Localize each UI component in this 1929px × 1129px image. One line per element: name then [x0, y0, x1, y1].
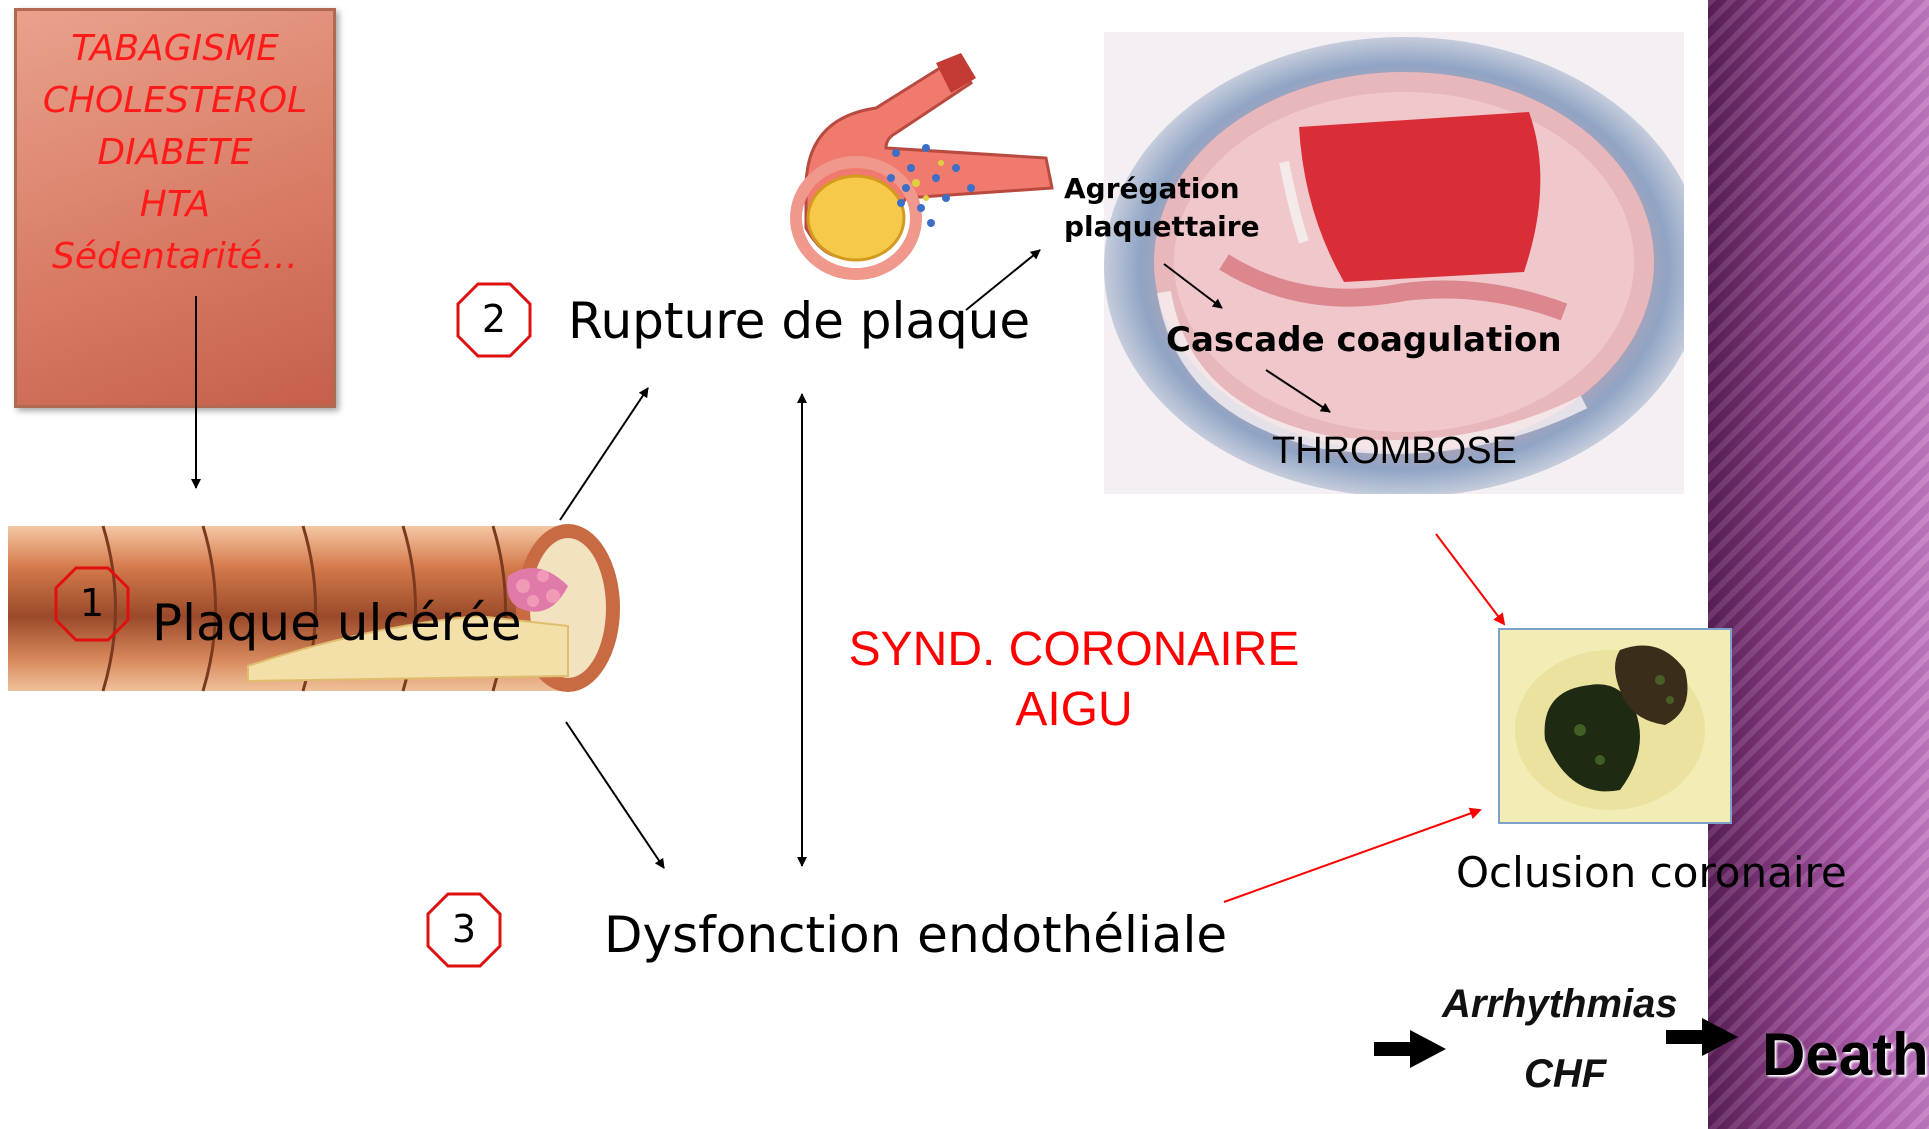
arrow-thrombus-to-occlusion: [1436, 534, 1504, 624]
arrow-dysfunction-to-occlusion: [1224, 810, 1480, 902]
arrow-to-outcomes: [1374, 1030, 1446, 1068]
arrow-plaque-to-rupture: [560, 388, 648, 520]
arrow-plaque-to-dysfunction: [566, 722, 664, 868]
arrow-rupture-to-thrombus: [966, 250, 1040, 310]
arrow-to-death: [1666, 1018, 1738, 1056]
arrow-cascade-to-thrombose: [1266, 370, 1330, 412]
arrow-aggregation-to-cascade: [1164, 264, 1222, 308]
